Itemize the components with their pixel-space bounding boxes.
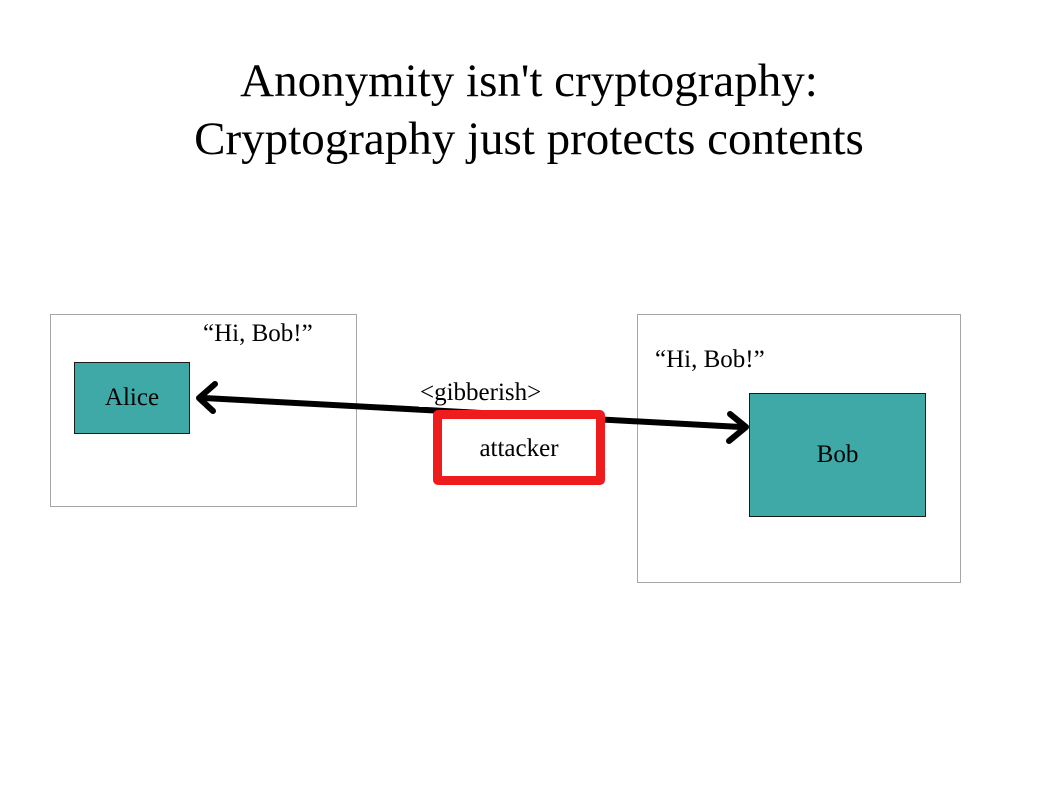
alice-message: “Hi, Bob!” — [203, 320, 313, 347]
attacker-label: attacker — [479, 435, 559, 462]
channel-label: <gibberish> — [419, 379, 543, 407]
bob-node: Bob — [749, 393, 926, 517]
title-line-2: Cryptography just protects contents — [194, 113, 864, 165]
arrow-head-left — [196, 381, 218, 414]
bob-message: “Hi, Bob!” — [655, 346, 765, 373]
slide-title: Anonymity isn't cryptography: Cryptograp… — [0, 52, 1058, 168]
title-line-1: Anonymity isn't cryptography: — [240, 55, 818, 107]
bob-label: Bob — [816, 441, 859, 468]
alice-label: Alice — [104, 384, 160, 411]
alice-node: Alice — [74, 362, 190, 434]
arrow-head-right — [726, 411, 749, 444]
attacker-box: attacker — [433, 410, 605, 485]
